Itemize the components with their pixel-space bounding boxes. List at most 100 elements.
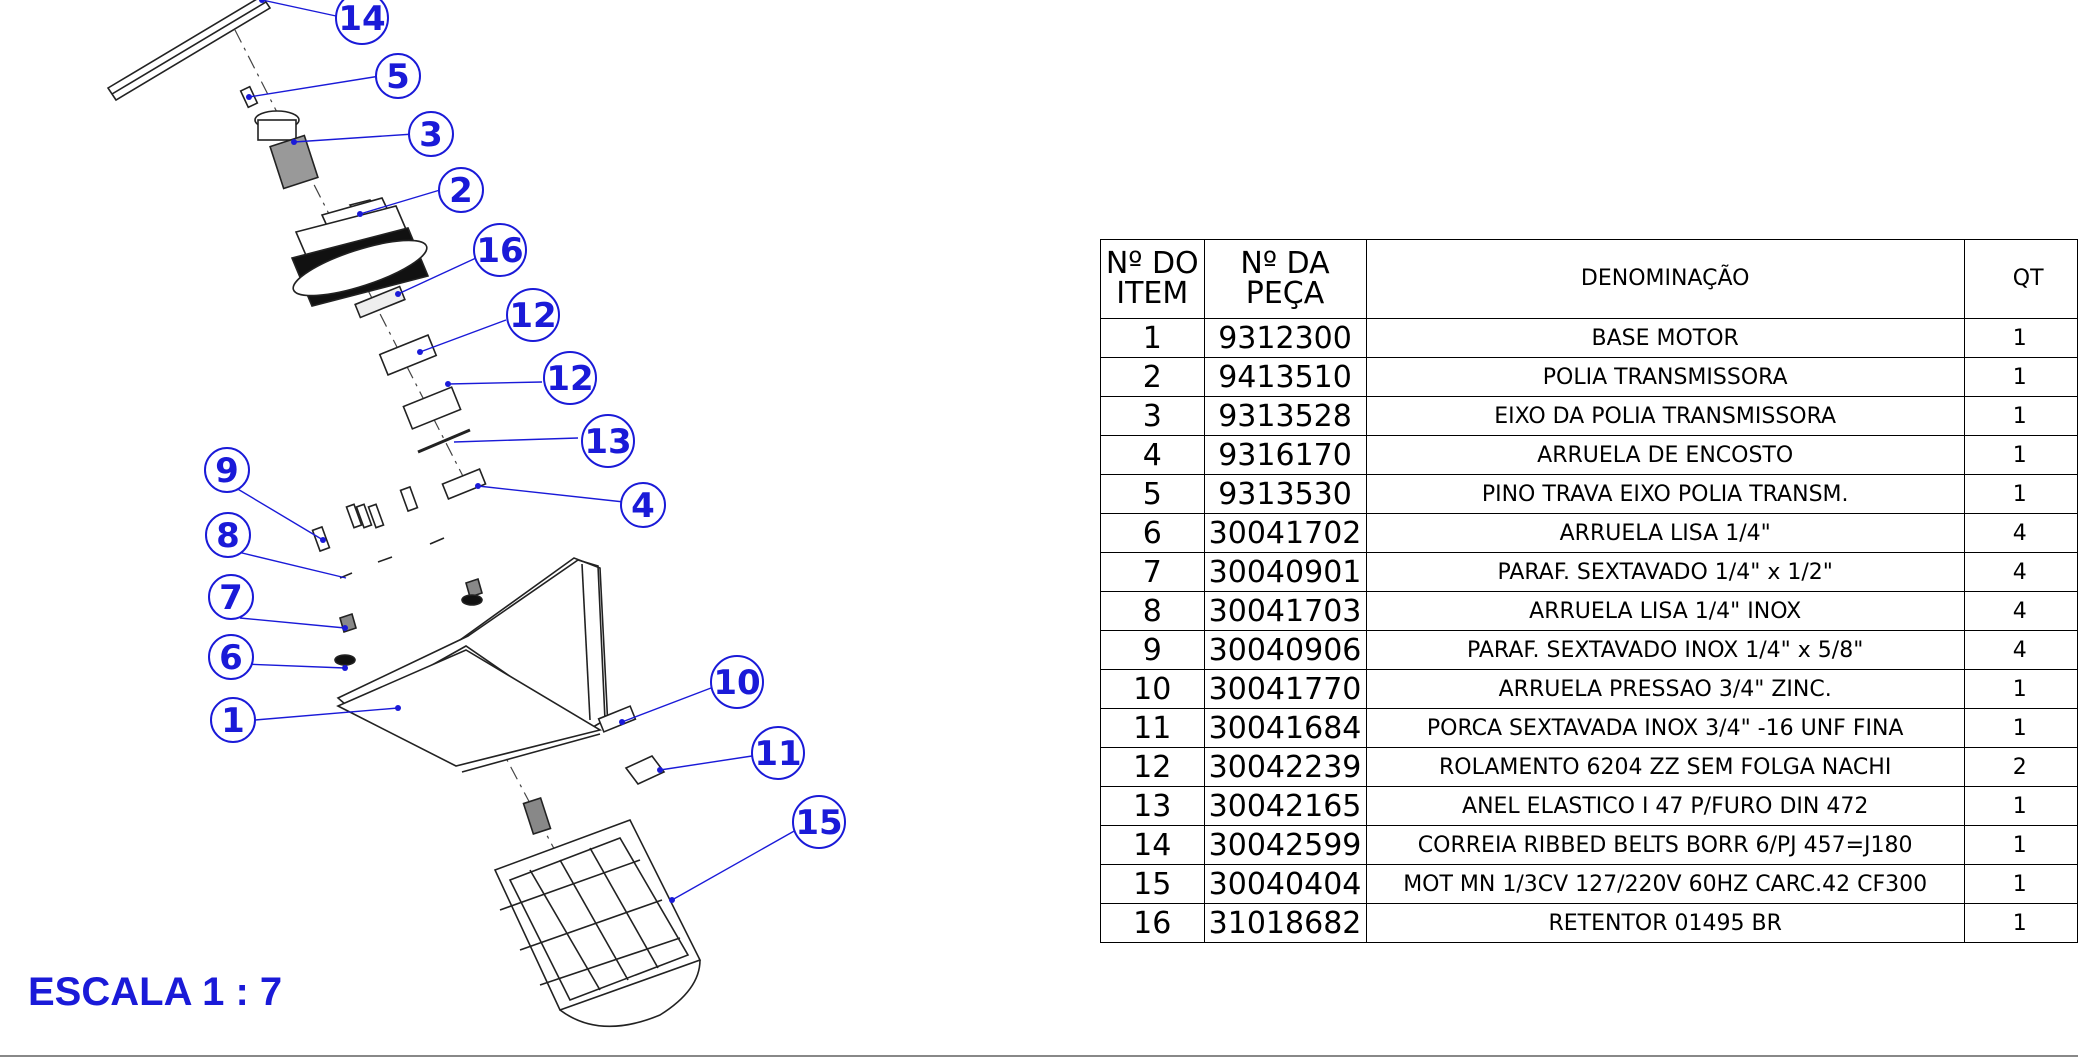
item-number-cell: 3 [1100,396,1205,436]
balloon-6: 6 [208,634,254,680]
item-number-cell: 5 [1100,474,1205,514]
part-number-cell: 9313528 [1203,396,1367,436]
description-cell: ANEL ELASTICO I 47 P/FURO DIN 472 [1365,786,1965,826]
description-cell: ROLAMENTO 6204 ZZ SEM FOLGA NACHI [1365,747,1965,787]
quantity-cell: 1 [1963,357,2078,397]
belt-part-14 [106,0,272,102]
balloon-7: 7 [208,574,254,620]
pulley-part-2 [290,197,430,307]
quantity-cell: 1 [1963,435,2078,475]
header-part-number: Nº DA PEÇA [1203,239,1367,319]
balloon-8: 8 [205,512,251,558]
svg-text:7: 7 [219,578,243,618]
shaft-part-3 [254,110,319,190]
svg-text:16: 16 [476,231,523,271]
balloon-3: 3 [408,111,454,157]
quantity-cell: 4 [1963,552,2078,592]
svg-text:14: 14 [338,0,385,39]
item-number-cell: 11 [1100,708,1205,748]
quantity-cell: 1 [1963,903,2078,943]
part-number-cell: 9312300 [1203,318,1367,358]
balloon-11: 11 [751,726,805,780]
quantity-cell: 4 [1963,630,2078,670]
description-cell: MOT MN 1/3CV 127/220V 60HZ CARC.42 CF300 [1365,864,1965,904]
part-number-cell: 30042599 [1203,825,1367,865]
svg-text:1: 1 [221,701,245,741]
balloon-14: 14 [335,0,389,45]
part-number-cell: 30041702 [1203,513,1367,553]
balloon-12b: 12 [543,351,597,405]
balloon-16: 16 [473,223,527,277]
part-number-cell: 30042239 [1203,747,1367,787]
description-cell: RETENTOR 01495 BR [1365,903,1965,943]
svg-text:8: 8 [216,516,240,556]
description-cell: PORCA SEXTAVADA INOX 3/4" -16 UNF FINA [1365,708,1965,748]
svg-text:6: 6 [219,638,243,678]
quantity-cell: 2 [1963,747,2078,787]
part-number-cell: 9313530 [1203,474,1367,514]
quantity-cell: 1 [1963,786,2078,826]
svg-text:11: 11 [754,734,801,774]
balloon-15: 15 [792,795,846,849]
exploded-assembly-drawing: 14 5 3 2 16 12 12 13 4 9 8 7 6 1 10 11 1… [106,0,846,1028]
item-number-cell: 8 [1100,591,1205,631]
description-cell: BASE MOTOR [1365,318,1965,358]
description-cell: CORREIA RIBBED BELTS BORR 6/PJ 457=J180 [1365,825,1965,865]
description-cell: PARAF. SEXTAVADO 1/4" x 1/2" [1365,552,1965,592]
washer-part-4 [441,468,487,500]
header-quantity: QT [1963,239,2078,319]
description-cell: PARAF. SEXTAVADO INOX 1/4" x 5/8" [1365,630,1965,670]
svg-text:12: 12 [509,296,556,336]
part-number-cell: 30041703 [1203,591,1367,631]
balloon-5: 5 [375,53,421,99]
description-cell: EIXO DA POLIA TRANSMISSORA [1365,396,1965,436]
svg-text:5: 5 [386,57,410,97]
svg-text:10: 10 [713,663,760,703]
balloon-1: 1 [210,697,256,743]
description-cell: ARRUELA LISA 1/4" [1365,513,1965,553]
description-cell: POLIA TRANSMISSORA [1365,357,1965,397]
balloon-9: 9 [204,447,250,493]
quantity-cell: 4 [1963,513,2078,553]
quantity-cell: 1 [1963,708,2078,748]
quantity-cell: 1 [1963,825,2078,865]
item-number-cell: 13 [1100,786,1205,826]
part-number-cell: 31018682 [1203,903,1367,943]
bearing-part-12a [378,334,438,376]
svg-text:12: 12 [546,359,593,399]
item-number-cell: 14 [1100,825,1205,865]
svg-text:15: 15 [795,803,842,843]
item-number-cell: 2 [1100,357,1205,397]
part-number-cell: 30041684 [1203,708,1367,748]
ring-part-13 [417,428,471,454]
item-number-cell: 12 [1100,747,1205,787]
svg-text:9: 9 [215,451,239,491]
part-number-cell: 9413510 [1203,357,1367,397]
balloon-13: 13 [581,414,635,468]
scale-label: ESCALA 1 : 7 [28,970,283,1014]
bottom-border [0,1055,2078,1057]
part-number-cell: 30042165 [1203,786,1367,826]
description-cell: PINO TRAVA EIXO POLIA TRANSM. [1365,474,1965,514]
svg-text:3: 3 [419,115,443,155]
balloon-10: 10 [710,655,764,709]
nut-part-11 [624,755,666,785]
item-number-cell: 16 [1100,903,1205,943]
description-cell: ARRUELA DE ENCOSTO [1365,435,1965,475]
balloon-12a: 12 [506,288,560,342]
quantity-cell: 4 [1963,591,2078,631]
quantity-cell: 1 [1963,669,2078,709]
svg-text:4: 4 [631,486,655,526]
